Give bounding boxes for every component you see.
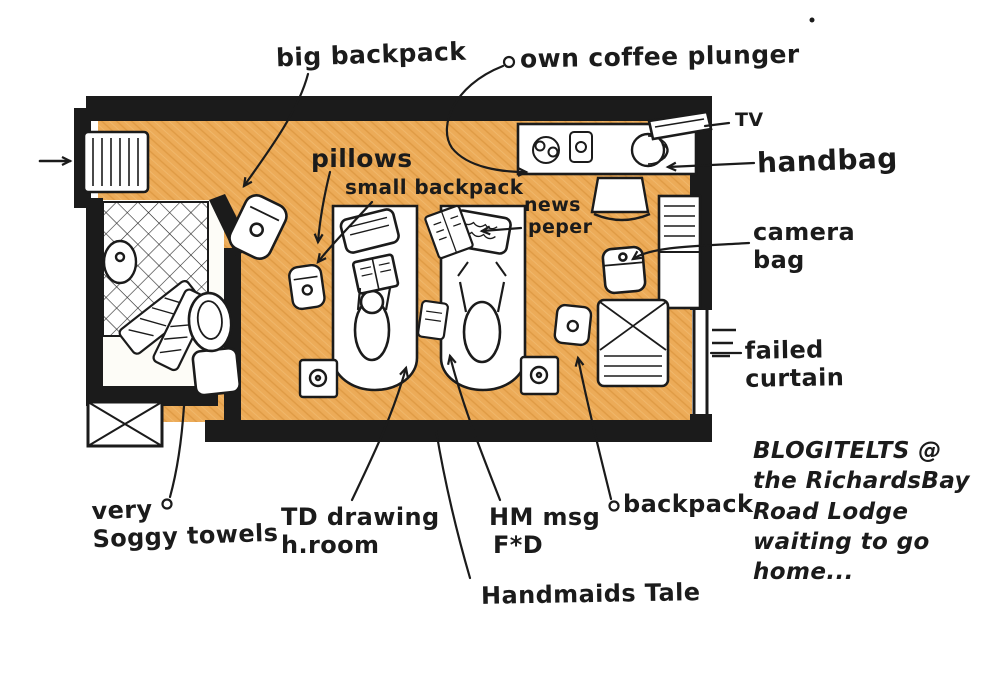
leader-dot-backpack (608, 500, 620, 512)
entry-vanity (82, 130, 150, 194)
nightstand-right (519, 355, 560, 396)
wall-bottom (205, 420, 712, 442)
leader-lines (38, 17, 815, 580)
label-caption-line4: waiting to go (753, 529, 930, 556)
wardrobe (657, 194, 702, 310)
label-hm-msg: HM msg F*D (489, 503, 600, 560)
label-own-coffee-plunger: own coffee plunger (519, 39, 800, 74)
label-failed-curtain: failed curtain (745, 335, 845, 393)
window-failed-curtain (692, 308, 736, 416)
stray-dot (809, 17, 815, 23)
label-newspaper: news peper (524, 194, 592, 239)
leader-handmaids (434, 428, 472, 580)
camera-bag-item (601, 245, 647, 295)
label-failed-curtain-line2: curtain (745, 363, 845, 394)
label-td-drawing-line2: h.room (281, 531, 380, 560)
nightstand-left (298, 358, 339, 399)
bed-1 (331, 204, 419, 392)
label-td-drawing-line1: TD drawing (281, 503, 440, 531)
person-2 (457, 261, 507, 364)
label-caption-line5: home... (753, 559, 854, 586)
label-caption-line2: the RichardsBay (753, 468, 970, 495)
leader-big-backpack (242, 72, 310, 189)
label-newspaper-line2: peper (528, 216, 593, 239)
desk-chair (590, 176, 651, 222)
label-hm-msg-line1: HM msg (489, 503, 601, 531)
big-backpack-item (228, 194, 288, 260)
leader-newspaper (479, 225, 523, 236)
leader-backpack (574, 355, 613, 501)
label-handmaids-tale: Handmaids Tale (480, 578, 701, 610)
leader-towels (168, 404, 186, 499)
wall-right-stub (690, 414, 712, 442)
label-pillows: pillows (311, 144, 413, 173)
hm-device (417, 299, 449, 341)
label-camera-bag: camera bag (753, 218, 855, 275)
leader-dot-coffee (502, 55, 516, 69)
label-soggy-towels: very Soggy towels (91, 491, 279, 554)
label-small-backpack: small backpack (345, 175, 524, 199)
leader-td-drawing (350, 365, 409, 502)
label-failed-curtain-line1: failed (744, 335, 824, 365)
leader-small-backpack (316, 200, 374, 264)
floor-mat (86, 400, 164, 448)
wall-top (86, 96, 712, 121)
label-tv: TV (735, 109, 764, 131)
leader-coffee (445, 64, 529, 177)
toilet (187, 291, 241, 397)
label-newspaper-line1: news (524, 194, 581, 216)
bed-2 (439, 204, 527, 392)
label-camera-bag-line1: camera (753, 218, 856, 246)
newspaper-item (424, 204, 474, 260)
bathroom-sink (102, 239, 138, 285)
label-hm-msg-line2: F*D (493, 531, 544, 560)
person-1 (351, 253, 400, 362)
label-camera-bag-line2: bag (753, 246, 805, 275)
leader-tv (703, 121, 731, 128)
coffee-tray (532, 131, 593, 164)
backpack-on-floor (553, 303, 593, 347)
leader-hm-msg (446, 353, 502, 502)
armchair (596, 298, 670, 388)
wall-bathroom-left (86, 198, 103, 404)
leader-dot-towels (161, 498, 173, 510)
small-backpack-item (288, 263, 326, 311)
label-backpack: backpack (623, 490, 754, 518)
label-caption-line1: BLOGITELTS @ (753, 438, 942, 464)
label-caption: BLOGITELTS @ the RichardsBay Road Lodge … (753, 436, 970, 588)
label-caption-line3: Road Lodge (753, 498, 909, 525)
label-td-drawing: TD drawing h.room (281, 503, 440, 560)
leader-handbag (665, 161, 756, 172)
tv-item (647, 110, 713, 141)
leader-pillows (313, 170, 332, 245)
label-handbag: handbag (756, 141, 899, 180)
leader-camera-bag (630, 241, 751, 261)
